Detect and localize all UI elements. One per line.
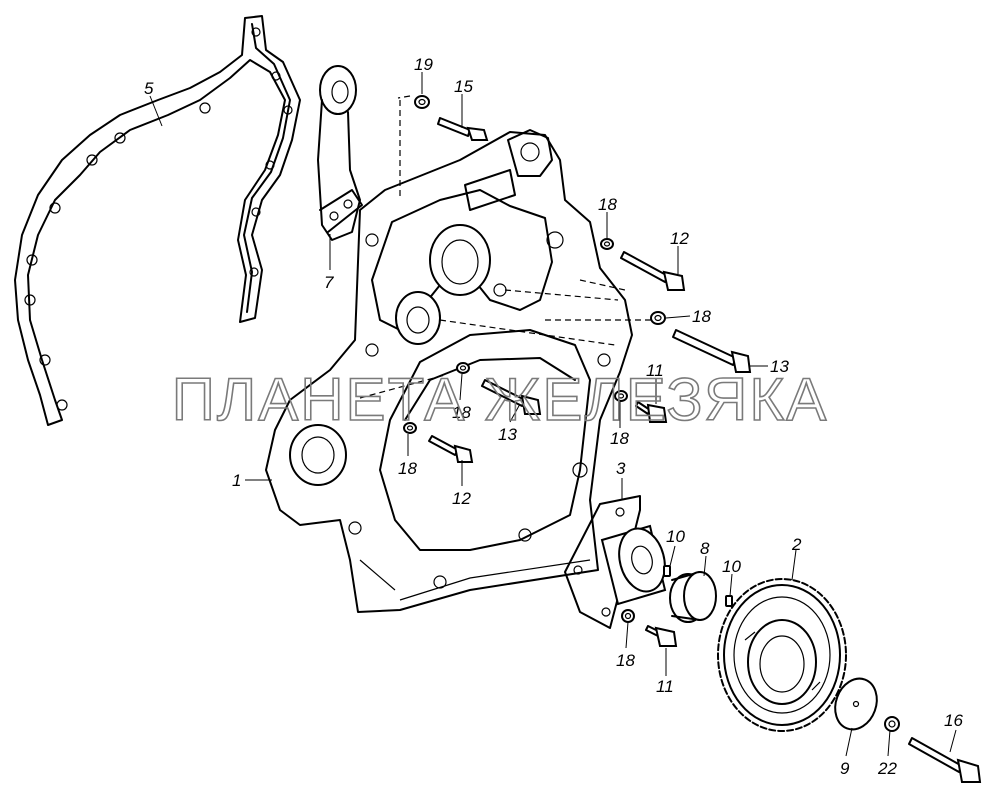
bolt-part-12-upper [620, 251, 686, 291]
washer-part-18-upper [600, 238, 614, 250]
callout-18-left: 18 [398, 459, 417, 478]
bolt-part-16 [908, 737, 982, 783]
washer-part-18-lower [621, 609, 635, 623]
callout-18-mid-right: 18 [692, 307, 711, 326]
callout-16: 16 [944, 711, 963, 730]
gasket-part-5 [14, 15, 301, 426]
callout-18-top: 18 [598, 195, 617, 214]
washer-part-18-right [614, 390, 628, 402]
thrust-plate-part-9 [834, 677, 878, 731]
callout-labels: 5 7 19 15 18 12 18 13 11 18 18 13 18 12 … [144, 55, 963, 778]
pin-part-10-left [663, 565, 671, 577]
callout-13-center: 13 [498, 425, 517, 444]
washer-part-18-mid-right [650, 311, 666, 325]
callout-2: 2 [791, 535, 802, 554]
assembly-leader-lines [359, 95, 662, 399]
callout-9: 9 [840, 759, 850, 778]
callout-18-right: 18 [610, 429, 629, 448]
callout-7: 7 [324, 273, 334, 292]
callout-leaders [149, 72, 957, 757]
callout-19: 19 [414, 55, 433, 74]
callout-8: 8 [700, 539, 710, 558]
timing-cover-part-1 [265, 129, 633, 613]
idler-gear-part-2 [717, 578, 847, 732]
bolt-part-13-center [481, 379, 542, 415]
callout-5: 5 [144, 79, 154, 98]
bolt-part-11-lower [645, 625, 678, 647]
callout-11-bottom: 11 [656, 677, 674, 696]
bolt-part-11-right [635, 401, 668, 423]
callout-22: 22 [877, 759, 897, 778]
callout-12-top: 12 [670, 229, 689, 248]
pin-part-10-right [725, 595, 733, 607]
washer-part-18-center [456, 362, 470, 374]
callout-15: 15 [454, 77, 473, 96]
callout-1: 1 [232, 471, 241, 490]
washer-part-19 [414, 95, 430, 109]
callout-18-center: 18 [452, 403, 471, 422]
bolt-part-13-right [672, 329, 752, 373]
lock-washer-part-22 [884, 716, 900, 732]
callout-18-bottom: 18 [616, 651, 635, 670]
callout-13-right: 13 [770, 357, 789, 376]
washer-part-18-left [403, 422, 417, 434]
callout-3: 3 [616, 459, 626, 478]
watermark-text: ПЛАНЕТА ЖЕЛЕЗЯКА [172, 366, 829, 433]
callout-10-right: 10 [722, 557, 741, 576]
callout-11-right: 11 [646, 361, 664, 380]
lifting-bracket-part-7 [317, 65, 363, 241]
idler-axle-part-3 [564, 495, 667, 629]
bushing-part-8 [669, 571, 717, 623]
bolt-part-15 [437, 117, 489, 141]
callout-10-left: 10 [666, 527, 685, 546]
bolt-part-12-lower [428, 435, 474, 463]
callout-12-bottom: 12 [452, 489, 471, 508]
